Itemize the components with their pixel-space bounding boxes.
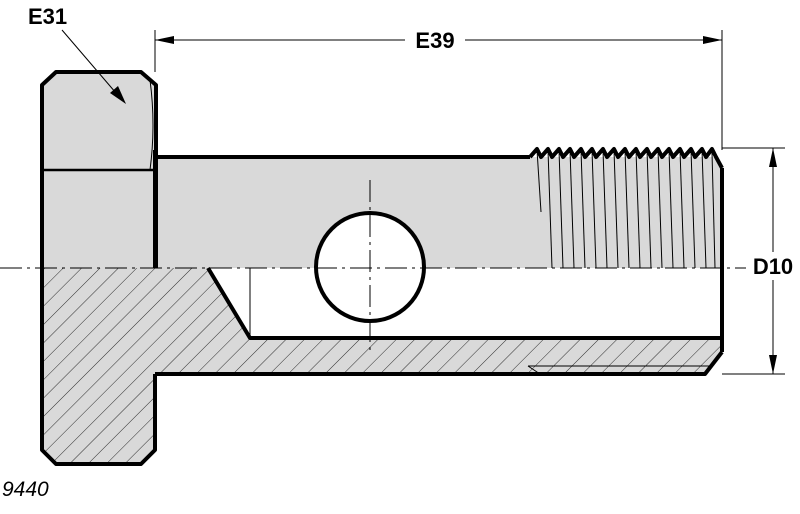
e39-label: E39: [415, 28, 454, 53]
section-hatch: [42, 268, 722, 464]
e31-leader-line: [61, 29, 123, 101]
d10-label: D10: [753, 254, 793, 279]
e39-label-bg: [405, 26, 465, 52]
bore-cavity: [208, 268, 722, 338]
e31-leader-arrow: [110, 86, 126, 104]
e31-label: E31: [28, 4, 67, 29]
e39-arrow-right: [703, 36, 722, 44]
part-code: 9440: [2, 478, 49, 501]
shank-bottom-edge: [155, 350, 724, 376]
head-outline-lower: [40, 268, 157, 466]
d10-label-bg: [746, 252, 800, 280]
d10-arrow-bottom: [769, 355, 777, 374]
shank-upper: [155, 157, 722, 268]
d10-arrow-top: [769, 148, 777, 167]
hex-chamfer: [149, 79, 154, 171]
thread-teeth: [528, 147, 724, 169]
e39-arrow-left: [155, 36, 174, 44]
thread-lines: [536, 149, 716, 269]
